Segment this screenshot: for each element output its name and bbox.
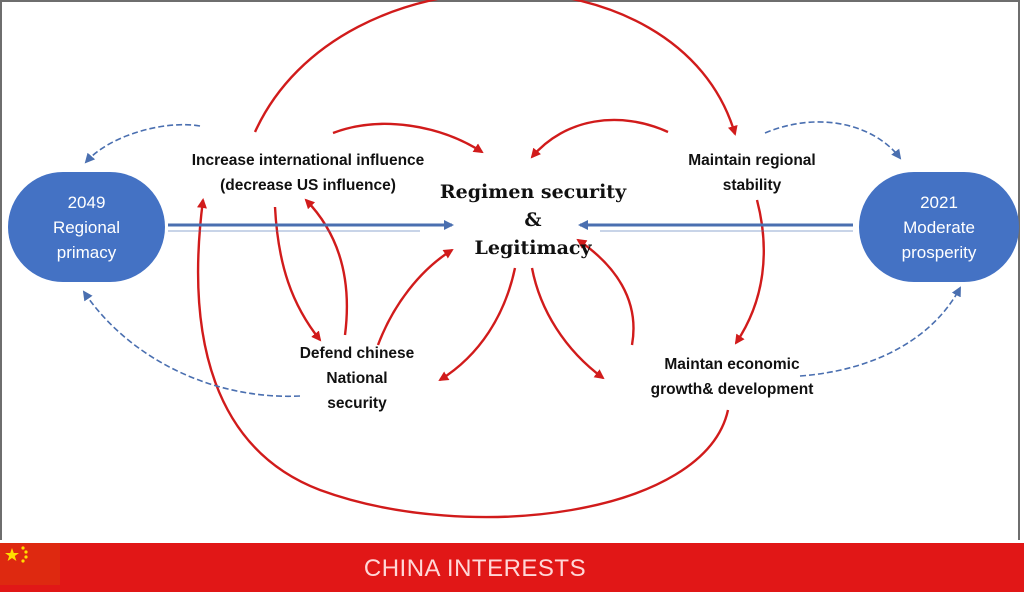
arrow-stability-to-economy xyxy=(734,199,765,345)
node-line: National xyxy=(326,370,388,387)
arrow-stability-to-center xyxy=(530,118,669,159)
node-line: security xyxy=(327,395,387,412)
arrow-influence-to-primacy xyxy=(84,123,201,164)
goal-line: prosperity xyxy=(901,242,977,262)
arrow-stability-to-prosperity xyxy=(764,121,902,160)
node-line: Increase international influence xyxy=(191,152,425,169)
goal-line: Regional xyxy=(52,217,121,237)
center-line: Regimen security xyxy=(439,181,627,203)
center-node-regimen-security: Regimen security & Legitimacy xyxy=(420,178,646,262)
goal-moderate-prosperity: 2021 Moderate prosperity xyxy=(859,172,1019,282)
arrow-economy-to-prosperity xyxy=(799,286,961,377)
node-regional-stability: Maintain regional stability xyxy=(662,148,842,198)
footer-title: CHINA INTERESTS xyxy=(363,555,587,582)
center-line: & xyxy=(524,209,542,231)
arrow-security-to-center xyxy=(376,248,454,346)
arrow-center-to-economy xyxy=(530,267,605,380)
node-line: Maintan economic xyxy=(664,356,800,373)
node-line: stability xyxy=(722,177,782,194)
goal-year-label: 2021 xyxy=(920,192,958,212)
node-line: growth& development xyxy=(650,381,814,398)
arrow-security-to-influence xyxy=(304,198,349,336)
arrow-influence-to-security xyxy=(273,206,322,342)
goal-line: primacy xyxy=(56,242,117,262)
arrow-security-to-primacy xyxy=(82,290,301,398)
china-flag-icon xyxy=(0,543,60,585)
node-line: (decrease US influence) xyxy=(220,177,396,194)
arrow-center-to-security xyxy=(438,267,517,382)
node-line: Defend chinese xyxy=(299,345,415,362)
diagram-frame xyxy=(0,0,1020,540)
footer-bar xyxy=(0,543,1024,592)
arrow-economy-to-center xyxy=(576,238,635,346)
goal-line: Moderate xyxy=(903,217,975,237)
arrow-influence-to-stability xyxy=(253,0,738,136)
center-line: Legitimacy xyxy=(474,237,592,259)
node-economic-growth: Maintan economic growth& development xyxy=(622,352,842,402)
node-line: Maintain regional xyxy=(688,152,816,169)
node-national-security: Defend chinese National security xyxy=(275,341,439,416)
node-international-influence: Increase international influence (decrea… xyxy=(160,148,456,198)
arrow-influence-to-center xyxy=(332,122,484,154)
goal-regional-primacy: 2049 Regional primacy xyxy=(8,172,165,282)
arrow-economy-to-influence xyxy=(196,198,730,519)
goal-year-label: 2049 xyxy=(67,192,106,212)
